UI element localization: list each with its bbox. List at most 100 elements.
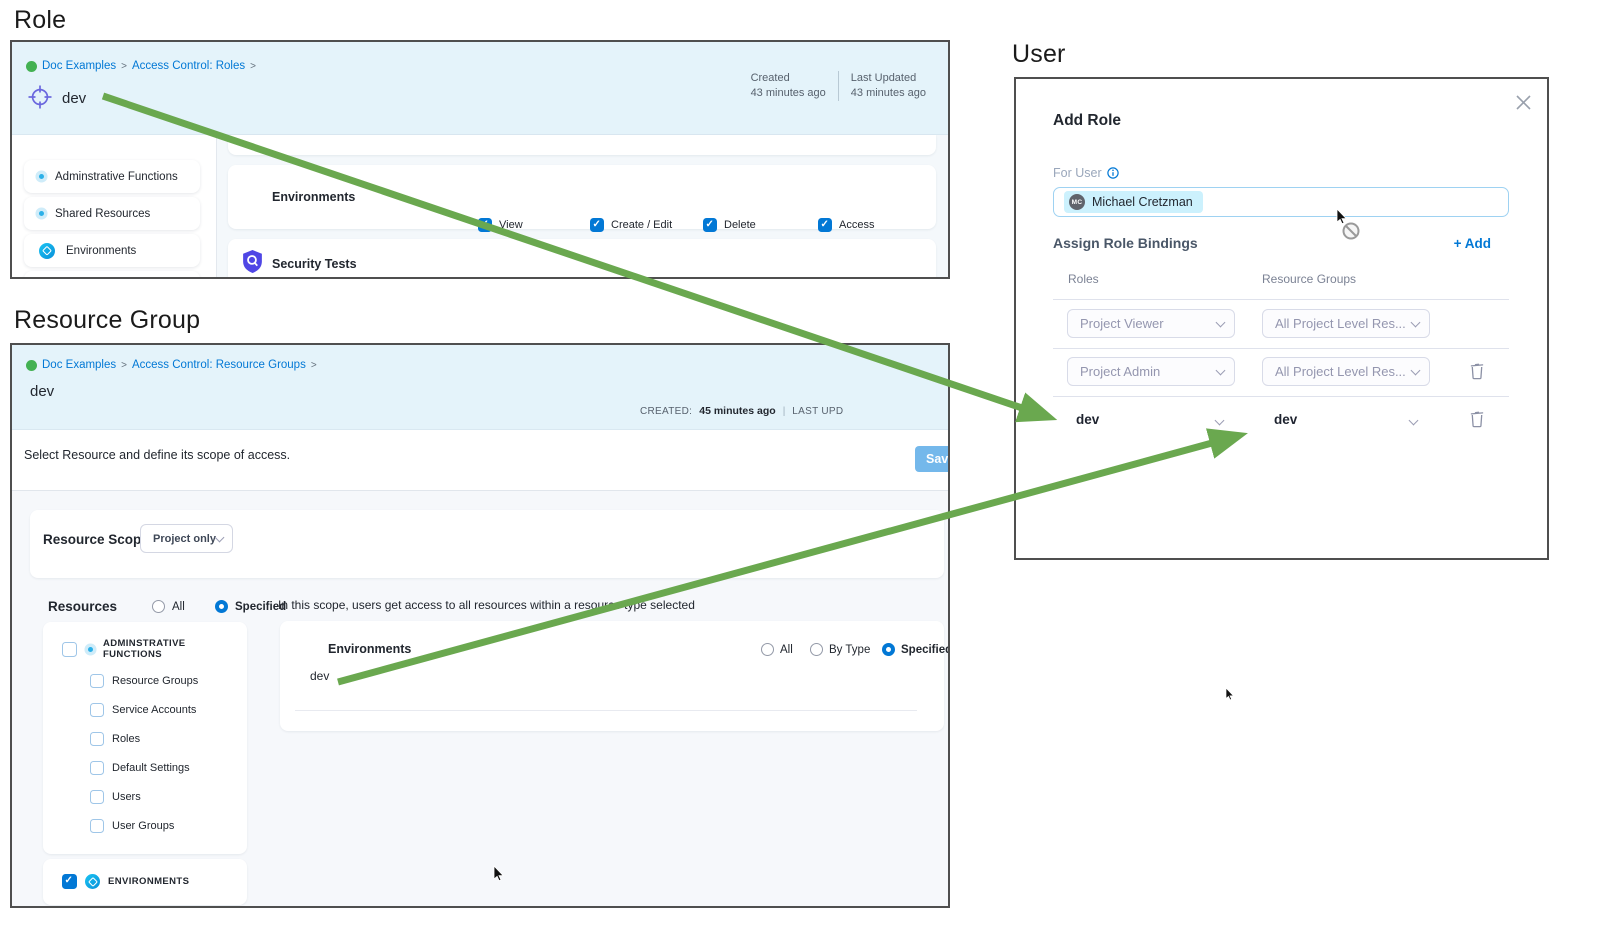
resource-group-meta: CREATED: 45 minutes ago | LAST UPD [640, 405, 843, 417]
env-by-type-option[interactable]: By Type [810, 643, 870, 656]
sidebar-item-label: Adminstrative Functions [55, 170, 178, 183]
view-checkbox[interactable] [478, 218, 492, 232]
tree-item-roles[interactable]: Roles [90, 732, 140, 746]
delete-icon[interactable] [1469, 362, 1485, 380]
role-header-band: Doc Examples > Access Control: Roles > d… [12, 42, 948, 135]
chevron-down-icon [1215, 365, 1226, 375]
breadcrumb-page-link[interactable]: Access Control: Roles [131, 60, 246, 72]
radio-label: All [172, 600, 185, 613]
resources-all-option[interactable]: All [152, 600, 185, 613]
environment-item[interactable]: dev [310, 669, 330, 683]
roles-checkbox[interactable] [90, 732, 104, 746]
tree-item-administrative-functions[interactable]: ADMINSTRATIVE FUNCTIONS [62, 638, 247, 660]
permission-view[interactable]: View [478, 218, 523, 232]
user-chip[interactable]: MC Michael Cretzman [1064, 191, 1203, 213]
specified-radio[interactable] [215, 600, 228, 613]
breadcrumb-separator: > [121, 60, 127, 72]
permission-label: Access [839, 219, 875, 231]
role-select-value: Project Viewer [1080, 316, 1164, 331]
resource-group-select[interactable]: All Project Level Res... [1262, 309, 1430, 338]
avatar: MC [1069, 194, 1085, 210]
default-settings-checkbox[interactable] [90, 761, 104, 775]
tree-item-label: ADMINSTRATIVE FUNCTIONS [102, 638, 186, 660]
mouse-cursor [1225, 687, 1235, 701]
resources-specified-option[interactable]: Specified [215, 600, 286, 613]
for-user-input[interactable]: MC Michael Cretzman [1053, 187, 1509, 217]
role-meta: Created 43 minutes ago Last Updated 43 m… [739, 71, 938, 101]
environments-checkbox[interactable] [62, 874, 77, 889]
breadcrumb-page-link[interactable]: Access Control: Resource Groups [131, 359, 306, 371]
role-select-dev[interactable]: dev [1076, 412, 1100, 427]
tree-item-user-groups[interactable]: User Groups [90, 819, 174, 833]
radio-label: All [780, 643, 793, 656]
info-icon[interactable] [1106, 167, 1119, 179]
permission-create-edit[interactable]: Create / Edit [590, 218, 672, 232]
tree-item-users[interactable]: Users [90, 790, 141, 804]
tree-item-label: Roles [112, 733, 141, 745]
administrative-functions-checkbox[interactable] [62, 641, 77, 657]
row-divider [1053, 396, 1509, 397]
resource-group-select[interactable]: All Project Level Res... [1262, 357, 1430, 386]
created-label: CREATED: [640, 405, 693, 417]
chevron-down-icon [1215, 317, 1226, 327]
permission-card-environments: Environments View Create / Edit Delete A… [228, 165, 936, 232]
save-button[interactable]: Save [915, 446, 948, 472]
users-checkbox[interactable] [90, 790, 104, 804]
tree-item-service-accounts[interactable]: Service Accounts [90, 703, 196, 717]
created-value: 43 minutes ago [750, 87, 826, 99]
scope-hint-text: In this scope, users get access to all r… [278, 598, 695, 612]
sidebar-item-partial[interactable] [24, 271, 200, 277]
role-title: dev [62, 90, 87, 107]
permission-label: Create / Edit [611, 219, 673, 231]
role-select[interactable]: Project Admin [1067, 357, 1235, 386]
resource-scope-dropdown[interactable]: Project only [140, 524, 233, 553]
sidebar-item-administrative-functions[interactable]: Adminstrative Functions [24, 160, 200, 193]
resource-tree-card: ADMINSTRATIVE FUNCTIONS Resource Groups … [43, 622, 247, 854]
all-radio[interactable] [152, 600, 165, 613]
last-updated-value: 43 minutes ago [850, 87, 926, 99]
divider [295, 710, 917, 711]
tree-item-environments[interactable]: ENVIRONMENTS [62, 874, 189, 889]
tree-item-label: Resource Groups [112, 675, 199, 687]
all-radio[interactable] [761, 643, 774, 656]
tree-item-label: User Groups [112, 820, 175, 832]
sidebar-item-shared-resources[interactable]: Shared Resources [24, 197, 200, 230]
env-specified-option[interactable]: Specified [882, 643, 948, 656]
role-select[interactable]: Project Viewer [1067, 309, 1235, 338]
roles-column-header: Roles [1068, 272, 1099, 286]
add-binding-button[interactable]: + Add [1453, 236, 1491, 251]
permission-delete[interactable]: Delete [703, 218, 756, 232]
breadcrumb-project-link[interactable]: Doc Examples [42, 60, 117, 72]
access-checkbox[interactable] [818, 218, 832, 232]
sidebar-item-environments[interactable]: Environments [24, 234, 200, 267]
chevron-down-icon[interactable] [1408, 415, 1419, 426]
create-edit-checkbox[interactable] [590, 218, 604, 232]
tree-item-resource-groups[interactable]: Resource Groups [90, 674, 198, 688]
last-updated-label: LAST UPD [792, 405, 844, 417]
administrative-functions-icon [87, 646, 93, 652]
breadcrumb: Doc Examples > Access Control: Resource … [26, 359, 317, 371]
env-all-option[interactable]: All [761, 643, 793, 656]
resource-groups-checkbox[interactable] [90, 674, 104, 688]
specified-radio[interactable] [882, 643, 895, 656]
for-user-field-label: For User [1053, 166, 1119, 180]
permission-access[interactable]: Access [818, 218, 874, 232]
service-accounts-checkbox[interactable] [90, 703, 104, 717]
delete-checkbox[interactable] [703, 218, 717, 232]
resource-group-select-value: All Project Level Res... [1275, 364, 1406, 379]
permission-label: View [499, 219, 523, 231]
resource-groups-column-header: Resource Groups [1262, 272, 1357, 286]
by-type-radio[interactable] [810, 643, 823, 656]
chevron-down-icon [214, 532, 225, 542]
environments-icon [39, 242, 55, 259]
tree-item-default-settings[interactable]: Default Settings [90, 761, 190, 775]
user-groups-checkbox[interactable] [90, 819, 104, 833]
chevron-down-icon[interactable] [1214, 415, 1225, 426]
radio-label: Specified [235, 600, 287, 613]
close-icon[interactable] [1515, 94, 1532, 111]
breadcrumb-project-link[interactable]: Doc Examples [42, 359, 117, 371]
resource-group-select-dev[interactable]: dev [1274, 412, 1298, 427]
delete-icon[interactable] [1469, 410, 1485, 428]
tree-item-label: ENVIRONMENTS [108, 876, 190, 887]
created-label: Created [750, 72, 790, 84]
